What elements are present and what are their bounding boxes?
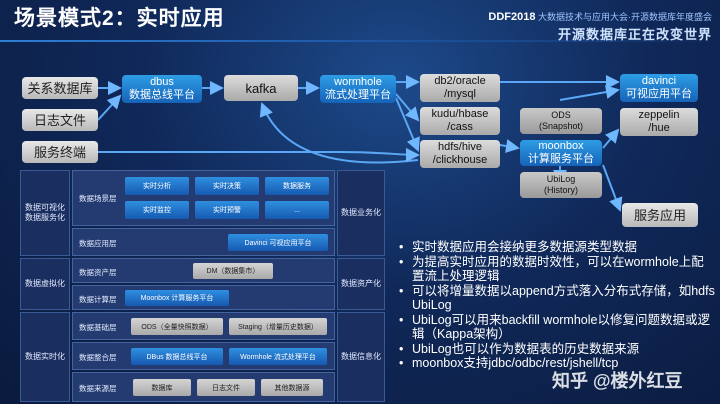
ubilog-history-box: UbiLog(History)	[520, 172, 602, 198]
layer-app: 数据应用层 Davinci 可视应用平台	[72, 228, 335, 256]
logo-slogan: 开源数据库正在改变世界	[557, 27, 712, 42]
scene-cell: ...	[265, 201, 329, 219]
service-application-box: 服务应用	[622, 203, 698, 227]
note-item: 可以将增量数据以append方式落入分布式存储，如hdfs UbiLog	[398, 284, 716, 313]
side-right-2: 数据信息化	[337, 312, 385, 402]
layer-compute-label: 数据计算层	[79, 295, 117, 304]
side-right-1: 数据资产化	[337, 258, 385, 310]
ods-cell: ODS（全量快照数据）	[131, 318, 223, 335]
logo-detail: 大数据技术与应用大会·开源数据库年度盛会	[538, 12, 712, 22]
davinci-cell: Davinci 可视应用平台	[228, 234, 328, 251]
db2-oracle-mysql-box: db2/oracle/mysql	[420, 74, 500, 102]
source-db-cell: 数据库	[133, 379, 191, 396]
scene-cell: 实时预警	[195, 201, 259, 219]
conference-logo: DDF2018 大数据技术与应用大会·开源数据库年度盛会 开源数据库正在改变世界	[488, 10, 712, 43]
scene-cell: 实时分析	[125, 177, 189, 195]
side-left-2: 数据实时化	[20, 312, 70, 402]
layer-integrate: 数据整合层 DBus 数据总线平台 Wormhole 流式处理平台	[72, 342, 335, 370]
notes-list: 实时数据应用会接纳更多数据源类型数据 为提高实时应用的数据时效性，可以在worm…	[398, 240, 716, 371]
ods-snapshot-box: ODS(Snapshot)	[520, 108, 602, 134]
layer-source-label: 数据来源层	[79, 384, 117, 393]
note-item: UbiLog也可以作为数据表的历史数据来源	[398, 342, 716, 357]
kudu-hbase-cass-box: kudu/hbase/cass	[420, 107, 500, 135]
dbus-cell: DBus 数据总线平台	[131, 348, 223, 365]
layer-scene: 数据场景层 实时分析 实时决策 数据服务 实时监控 实时预警 ...	[72, 170, 335, 226]
note-item: 实时数据应用会接纳更多数据源类型数据	[398, 240, 716, 255]
staging-cell: Staging（增量历史数据）	[229, 318, 327, 335]
layer-scene-label: 数据场景层	[79, 194, 117, 203]
wormhole-cell: Wormhole 流式处理平台	[229, 348, 327, 365]
moonbox-cell: Moonbox 计算服务平台	[125, 290, 229, 306]
kafka-box: kafka	[224, 75, 298, 101]
source-log-files: 日志文件	[22, 109, 98, 131]
source-relational-db: 关系数据库	[22, 77, 98, 99]
layer-base: 数据基础层 ODS（全量快照数据） Staging（增量历史数据）	[72, 312, 335, 340]
layer-source: 数据来源层 数据库 日志文件 其他数据源	[72, 372, 335, 402]
title-underline	[0, 40, 720, 42]
layer-app-label: 数据应用层	[79, 239, 117, 248]
scene-cell: 数据服务	[265, 177, 329, 195]
side-right-0: 数据业务化	[337, 170, 385, 256]
hdfs-hive-clickhouse-box: hdfs/hive/clickhouse	[420, 140, 500, 168]
source-log-cell: 日志文件	[197, 379, 255, 396]
note-item: moonbox支持jdbc/odbc/rest/jshell/tcp	[398, 356, 716, 371]
layer-asset: 数据资产层 DM（数据集市）	[72, 258, 335, 283]
layer-base-label: 数据基础层	[79, 323, 117, 332]
layer-asset-label: 数据资产层	[79, 268, 117, 277]
source-other-cell: 其他数据源	[261, 379, 323, 396]
note-item: 为提高实时应用的数据时效性，可以在wormhole上配置流上处理逻辑	[398, 255, 716, 284]
scene-cell: 实时决策	[195, 177, 259, 195]
layer-compute: 数据计算层 Moonbox 计算服务平台	[72, 285, 335, 310]
source-service-terminal: 服务终端	[22, 141, 98, 163]
side-left-0: 数据可视化数据服务化	[20, 170, 70, 256]
note-item: UbiLog可以用来backfill wormhole以修复问题数据或逻辑（Ka…	[398, 313, 716, 342]
architecture-diagram: 数据可视化数据服务化 数据虚拟化 数据实时化 数据业务化 数据资产化 数据信息化…	[20, 170, 385, 402]
page-title: 场景模式2：实时应用	[14, 7, 225, 30]
logo-brand: DDF2018	[488, 11, 536, 23]
zeppelin-hue-box: zeppelin/hue	[620, 108, 698, 136]
layer-integrate-label: 数据整合层	[79, 353, 117, 362]
scene-cell: 实时监控	[125, 201, 189, 219]
dm-cell: DM（数据集市）	[193, 263, 273, 279]
watermark: 知乎 @楼外红豆	[552, 371, 683, 391]
side-left-1: 数据虚拟化	[20, 258, 70, 310]
